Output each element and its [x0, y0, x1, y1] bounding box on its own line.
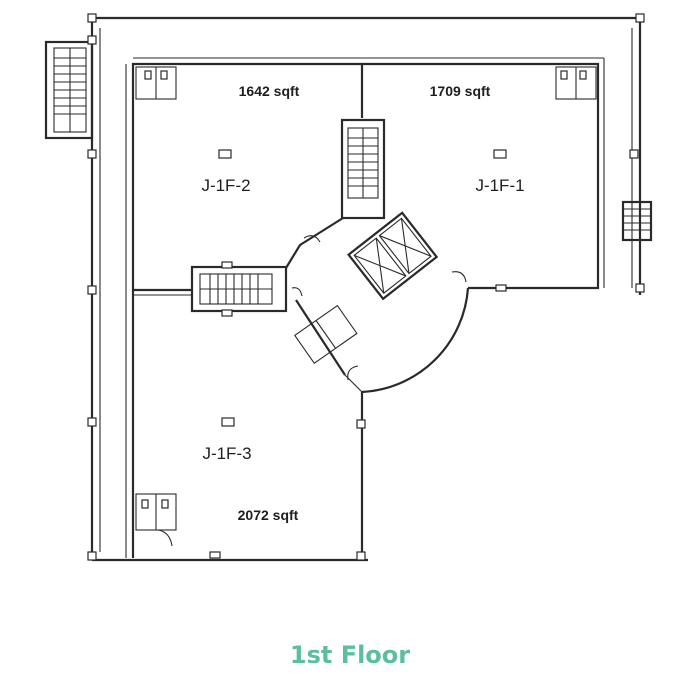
central-lobby: [285, 217, 470, 394]
unit-name-3: J-1F-3: [202, 444, 251, 463]
unit-walls: [125, 57, 605, 558]
elevator-shafts: [347, 211, 439, 301]
restroom-unit-3: [135, 493, 177, 547]
unit-area-1: 1709 sqft: [430, 83, 491, 99]
unit-name-2: J-1F-2: [201, 176, 250, 195]
external-stair-east: [621, 200, 653, 242]
structural-columns: [87, 13, 645, 561]
unit-area-2: 1642 sqft: [239, 83, 300, 99]
external-stair-west: [44, 40, 94, 140]
floor-label: 1st Floor: [289, 641, 411, 669]
unit-area-3: 2072 sqft: [238, 507, 299, 523]
unit-name-1: J-1F-1: [475, 176, 524, 195]
floor-plan: J-1F-1 1709 sqft J-1F-2 1642 sqft J-1F-3…: [44, 13, 653, 562]
restroom-unit-2: [135, 66, 177, 100]
stairwell-north: [340, 118, 386, 220]
restroom-blocks: [294, 304, 358, 365]
stairwell-west: [190, 265, 288, 313]
restroom-unit-1: [555, 66, 597, 100]
